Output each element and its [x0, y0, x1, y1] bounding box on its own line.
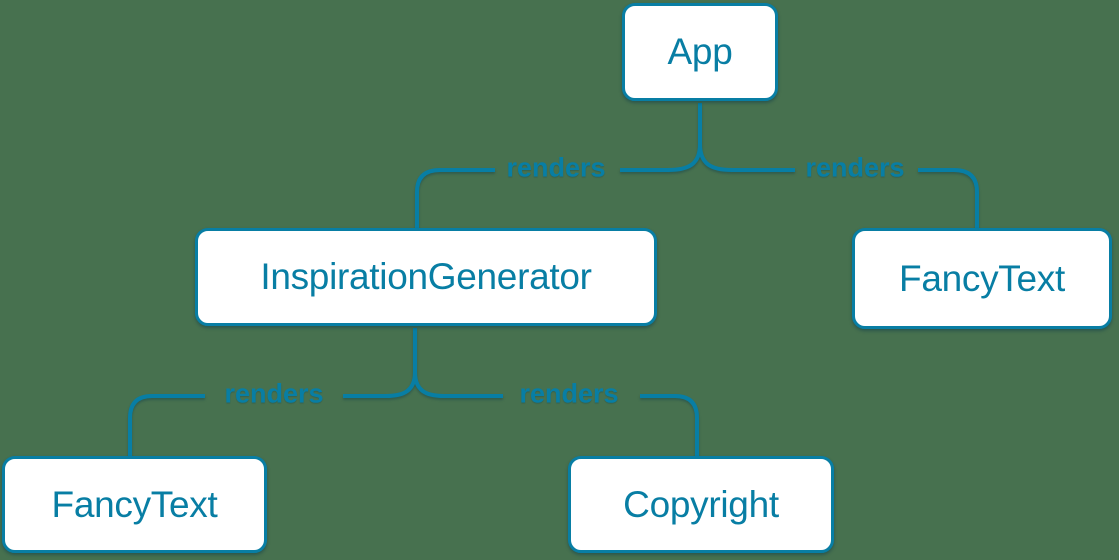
node-app: App	[622, 3, 778, 101]
node-fancy-text-top: FancyText	[852, 228, 1112, 329]
edge-app-fancytext-line	[698, 143, 795, 172]
edge-app-fancytext-line	[918, 168, 979, 230]
edge-inspirationgenerator-copyright-line	[640, 394, 699, 457]
edge-label-inspirationgenerator-copyright: renders	[519, 378, 619, 409]
edge-app-inspirationgenerator-line	[620, 103, 702, 172]
edge-app-inspirationgenerator-line	[415, 168, 495, 230]
edge-inspirationgenerator-fancytext-line	[128, 394, 205, 457]
edge-label-inspirationgenerator-fancytext: renders	[224, 378, 324, 409]
edge-inspirationgenerator-fancytext-line	[343, 328, 417, 398]
node-copyright: Copyright	[568, 456, 834, 553]
edge-label-app-inspirationgenerator: renders	[506, 152, 606, 183]
edge-label-app-fancytext: renders	[805, 152, 905, 183]
node-fancy-text-bottom: FancyText	[2, 456, 267, 553]
node-inspiration-generator: InspirationGenerator	[195, 228, 657, 326]
edge-inspirationgenerator-copyright-line	[413, 371, 503, 398]
